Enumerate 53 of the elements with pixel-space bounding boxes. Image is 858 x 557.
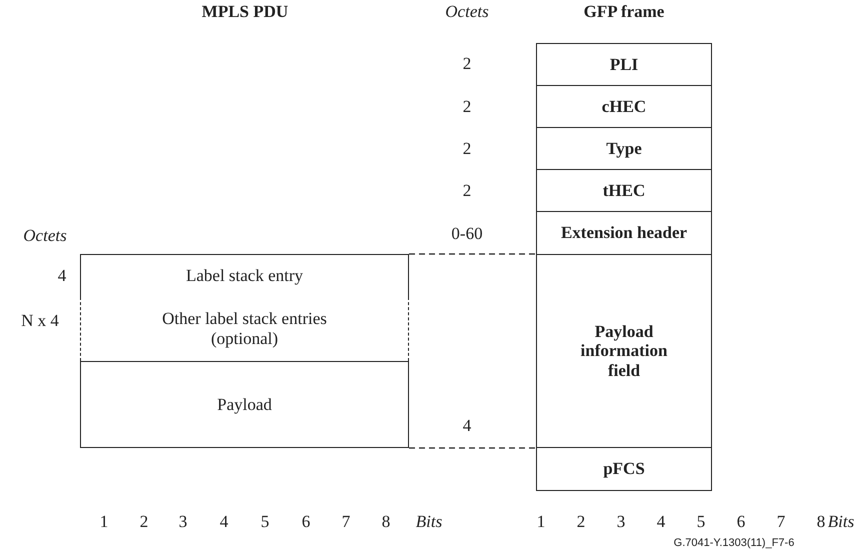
bit-number: 1 — [100, 512, 108, 532]
axis-label: Bits — [416, 512, 442, 532]
bit-number: 2 — [140, 512, 148, 532]
column-heading: Octets — [23, 226, 67, 246]
dashed-connector — [409, 447, 536, 449]
field-label: Payload information field — [580, 322, 668, 380]
octet-count: 4 — [58, 266, 66, 286]
bit-number: 4 — [656, 512, 666, 532]
column-heading: Octets — [445, 2, 489, 22]
bit-number: 6 — [302, 512, 310, 532]
bit-number: 5 — [696, 512, 706, 532]
field-label: tHEC — [602, 180, 646, 200]
field-label: pFCS — [603, 459, 645, 479]
figure-id: G.7041-Y.1303(11)_F7-6 — [674, 537, 794, 549]
bit-number: 8 — [382, 512, 390, 532]
octet-count: 0-60 — [451, 224, 483, 244]
bit-number: 5 — [260, 512, 270, 532]
bit-number: 3 — [178, 512, 188, 532]
field-label: Type — [606, 138, 642, 158]
field-box — [536, 211, 712, 255]
field-box — [536, 43, 712, 86]
bit-number: 2 — [576, 512, 586, 532]
field-box — [536, 85, 712, 128]
field-label: Label stack entry — [186, 266, 304, 286]
octet-count: 2 — [462, 139, 472, 159]
octet-count: 2 — [462, 97, 472, 117]
bit-number: 7 — [342, 512, 350, 532]
dashed-field-box — [80, 297, 409, 361]
bit-number: 8 — [816, 512, 826, 532]
bit-number: 3 — [616, 512, 626, 532]
axis-label: Bits — [828, 512, 854, 532]
bit-number: 1 — [536, 512, 546, 532]
field-label: cHEC — [602, 96, 646, 116]
heading: GFP frame — [584, 2, 664, 22]
field-label: Other label stack entries (optional) — [161, 309, 328, 349]
field-box — [80, 254, 409, 298]
field-box — [536, 254, 712, 448]
field-box — [536, 447, 712, 491]
octet-count: 2 — [462, 54, 472, 74]
bit-number: 6 — [736, 512, 746, 532]
bit-number: 4 — [220, 512, 228, 532]
octet-count: N x 4 — [21, 311, 59, 331]
bit-number: 7 — [776, 512, 786, 532]
field-label: PLI — [610, 54, 638, 74]
heading: MPLS PDU — [202, 2, 288, 22]
octet-count: 4 — [462, 416, 472, 436]
field-label: Extension header — [560, 223, 688, 243]
octet-count: 2 — [462, 181, 472, 201]
field-label: Payload — [217, 394, 272, 414]
dashed-connector — [409, 253, 536, 255]
field-box — [536, 127, 712, 170]
field-box — [536, 169, 712, 212]
field-box — [80, 361, 409, 448]
